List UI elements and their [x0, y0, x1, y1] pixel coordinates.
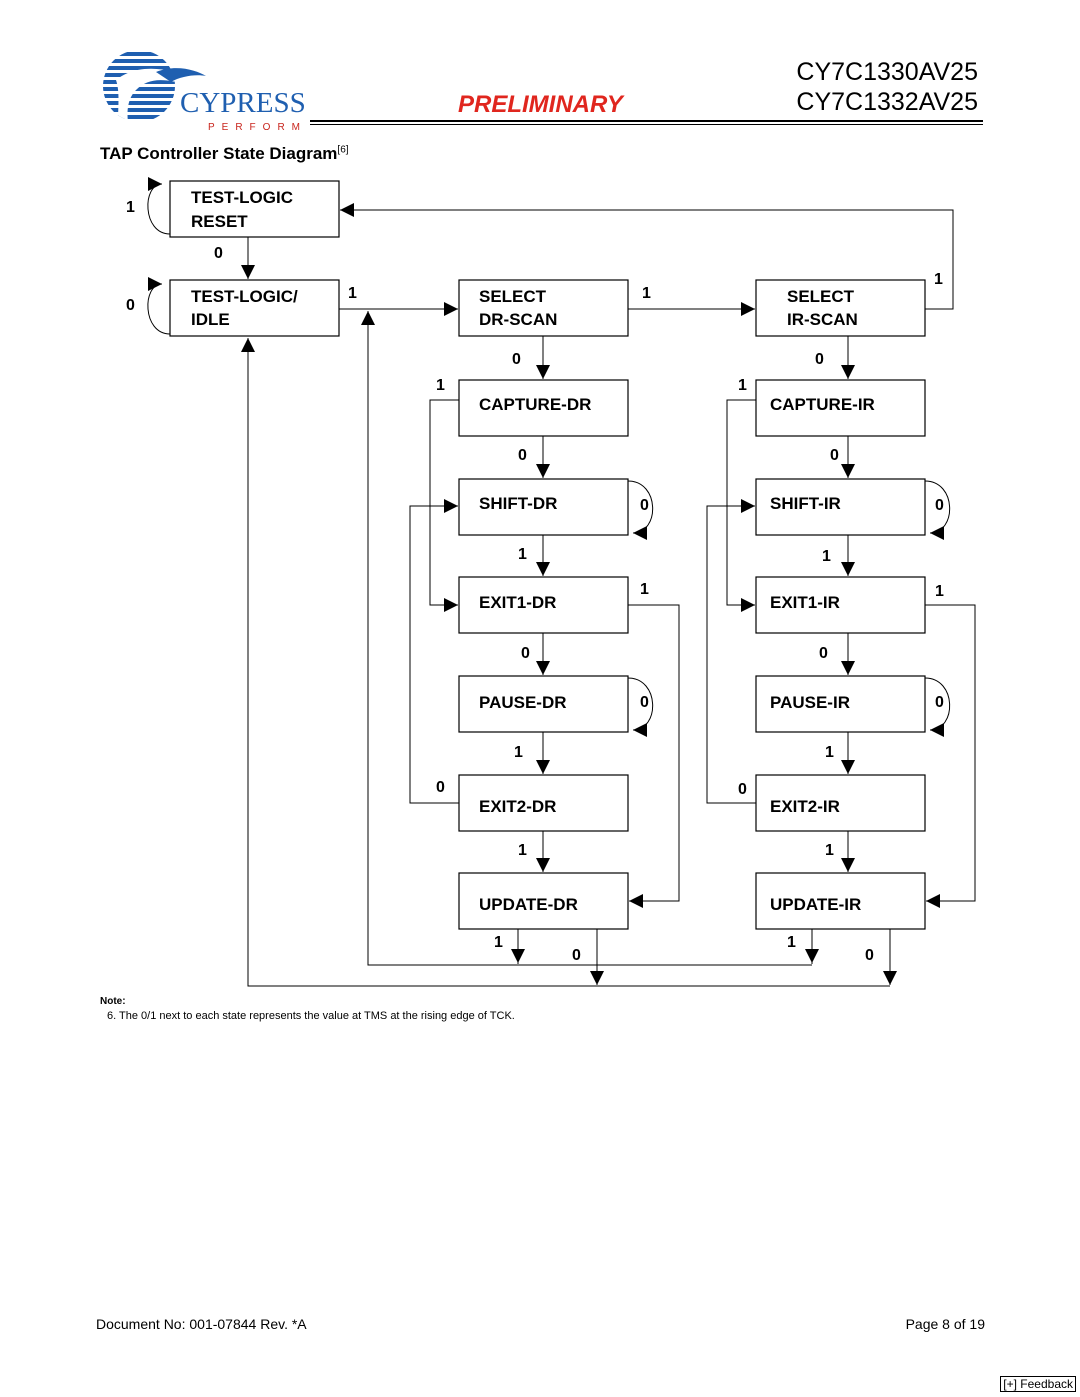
state-exit2-ir-label: EXIT2-IR [770, 797, 840, 816]
transition-exit2-dr-to-shift [409, 499, 459, 804]
state-pause-dr [458, 675, 629, 733]
note-item: 6. The 0/1 next to each state represents… [107, 1010, 515, 1022]
svg-text:CYPRESS: CYPRESS [180, 87, 306, 119]
state-select-ir-scan-line2: IR-SCAN [787, 310, 858, 329]
label-exit1-dr-down: 0 [521, 645, 530, 662]
header-rule-thin [310, 124, 983, 125]
document-number: Document No: 001-07844 Rev. *A [96, 1316, 307, 1332]
transition-select-ir-to-reset [340, 203, 954, 310]
state-select-dr-scan-line1: SELECT [479, 287, 547, 306]
label-exit2-dr-back: 0 [436, 779, 445, 796]
state-exit2-dr-label: EXIT2-DR [479, 797, 556, 816]
transition-update-to-select-dr [361, 311, 812, 966]
label-reset-self: 1 [126, 199, 135, 216]
label-select-dr-down: 0 [512, 351, 521, 368]
label-shift-dr-self: 0 [640, 497, 649, 514]
state-exit2-dr [458, 774, 629, 832]
transition-update-to-idle [241, 338, 890, 987]
state-test-logic-reset-line2: RESET [191, 212, 248, 231]
state-update-ir [755, 872, 926, 930]
label-exit1-ir-right: 1 [935, 583, 944, 600]
transition-reset-self [147, 177, 171, 235]
state-capture-dr [458, 379, 629, 437]
state-pause-ir [755, 675, 926, 733]
state-select-dr-scan [458, 279, 629, 337]
label-capture-ir-bypass: 1 [738, 377, 747, 394]
state-test-logic-reset-line1: TEST-LOGIC [191, 188, 293, 207]
state-pause-ir-label: PAUSE-IR [770, 693, 850, 712]
label-capture-dr-bypass: 1 [436, 377, 445, 394]
label-pause-dr-down: 1 [514, 744, 523, 761]
label-idle-self: 0 [126, 297, 135, 314]
preliminary-label: PRELIMINARY [458, 91, 623, 118]
label-exit1-ir-down: 0 [819, 645, 828, 662]
state-pause-dr-label: PAUSE-DR [479, 693, 567, 712]
state-select-ir-scan [755, 279, 926, 337]
state-update-dr-label: UPDATE-DR [479, 895, 578, 914]
label-shift-dr-down: 1 [518, 546, 527, 563]
state-test-logic-idle-line2: IDLE [191, 310, 230, 329]
header-rule [310, 120, 983, 122]
state-exit1-ir [755, 576, 926, 634]
label-update-ir-one: 1 [787, 934, 796, 951]
transition-exit1-dr-to-update [628, 604, 680, 908]
label-pause-dr-self: 0 [640, 694, 649, 711]
label-shift-ir-down: 1 [822, 548, 831, 565]
transition-pause-ir-self [924, 677, 951, 737]
note-label: Note: [100, 996, 126, 1007]
state-update-dr [458, 872, 629, 930]
label-select-ir-down: 0 [815, 351, 824, 368]
label-exit2-ir-back: 0 [738, 781, 747, 798]
state-exit1-ir-label: EXIT1-IR [770, 593, 840, 612]
state-shift-dr-label: SHIFT-DR [479, 494, 557, 513]
part-number-2: CY7C1332AV25 [796, 88, 978, 116]
transition-shift-dr-self [627, 480, 654, 540]
label-pause-ir-self: 0 [935, 694, 944, 711]
label-reset-to-idle: 0 [214, 245, 223, 262]
label-capture-dr-down: 0 [518, 447, 527, 464]
state-test-logic-reset [169, 180, 340, 238]
label-capture-ir-down: 0 [830, 447, 839, 464]
figure-title: TAP Controller State Diagram[6] [100, 144, 349, 163]
state-select-dr-scan-line2: DR-SCAN [479, 310, 557, 329]
transition-exit2-ir-to-shift [706, 499, 756, 804]
state-exit1-dr-label: EXIT1-DR [479, 593, 556, 612]
state-shift-ir-label: SHIFT-IR [770, 494, 841, 513]
label-update-dr-zero: 0 [572, 947, 581, 964]
state-update-ir-label: UPDATE-IR [770, 895, 861, 914]
feedback-link[interactable]: [+] Feedback [1000, 1376, 1076, 1392]
state-exit1-dr [458, 576, 629, 634]
label-shift-ir-self: 0 [935, 497, 944, 514]
transition-capture-ir-to-exit1 [726, 399, 756, 612]
label-update-ir-zero: 0 [865, 947, 874, 964]
transition-idle-self [147, 277, 171, 335]
transition-pause-dr-self [627, 677, 654, 737]
label-pause-ir-down: 1 [825, 744, 834, 761]
label-idle-to-select-dr: 1 [348, 285, 357, 302]
state-capture-ir [755, 379, 926, 437]
svg-text:PERFORM: PERFORM [208, 122, 307, 133]
part-number-1: CY7C1330AV25 [796, 58, 978, 86]
state-capture-ir-label: CAPTURE-IR [770, 395, 875, 414]
label-select-dr-to-ir: 1 [642, 285, 651, 302]
cypress-logo: CYPRESS PERFORM [103, 50, 307, 133]
state-shift-dr [458, 478, 629, 536]
label-exit2-dr-down: 1 [518, 842, 527, 859]
state-test-logic-idle [169, 279, 340, 337]
transition-exit1-ir-to-update [925, 604, 976, 908]
label-exit2-ir-down: 1 [825, 842, 834, 859]
tap-state-diagram: .box { fill:#fff; stroke:#000; stroke-wi… [126, 177, 976, 987]
transition-shift-ir-self [924, 480, 951, 540]
state-exit2-ir [755, 774, 926, 832]
label-exit1-dr-right: 1 [640, 581, 649, 598]
page-number: Page 8 of 19 [905, 1316, 985, 1332]
state-test-logic-idle-line1: TEST-LOGIC/ [191, 287, 298, 306]
state-select-ir-scan-line1: SELECT [787, 287, 855, 306]
label-update-dr-one: 1 [494, 934, 503, 951]
label-select-ir-to-reset: 1 [934, 271, 943, 288]
state-shift-ir [755, 478, 926, 536]
state-capture-dr-label: CAPTURE-DR [479, 395, 591, 414]
transition-capture-dr-to-exit1 [429, 399, 459, 612]
footnote-reference[interactable]: [6] [337, 144, 349, 156]
